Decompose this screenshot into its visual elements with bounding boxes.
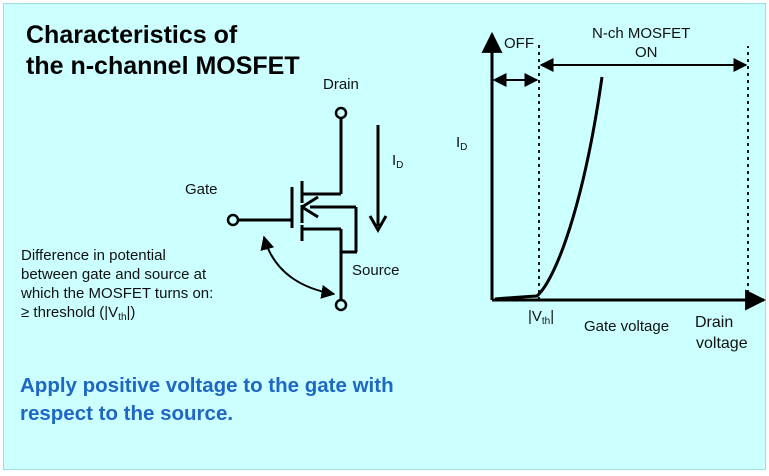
source-label: Source — [352, 262, 400, 279]
x-axis-label-gate: Gate voltage — [584, 318, 670, 335]
body-arrow-head — [301, 195, 319, 219]
gate-label: Gate — [185, 181, 218, 198]
y-axis-symbol: I — [456, 134, 461, 151]
drain-current-arrowhead — [368, 215, 388, 234]
id-curve — [494, 76, 604, 301]
slide-title: Characteristics of the n-channel MOSFET — [26, 20, 300, 82]
vth-suffix: | — [550, 308, 555, 325]
note-line-4-subscript: th — [118, 312, 127, 323]
y-axis-subscript: D — [460, 142, 468, 153]
off-label: OFF — [504, 35, 534, 52]
note-line-4: ≥ threshold (|Vth|) — [21, 303, 213, 327]
drain-current-subscript: D — [396, 160, 404, 171]
x-axis-label-drain-line-1: Drain — [695, 314, 734, 331]
slide: Characteristics of the n-channel MOSFET — [3, 3, 767, 470]
drain-terminal — [334, 106, 348, 120]
threshold-note: Difference in potential between gate and… — [21, 246, 213, 327]
vth-prefix: |V — [528, 308, 542, 325]
note-line-1: Difference in potential — [21, 247, 166, 264]
note-line-4-suffix: |) — [126, 304, 136, 321]
graph — [481, 31, 767, 311]
title-line-2: the n-channel MOSFET — [26, 52, 300, 80]
diagram-art — [226, 31, 767, 312]
on-label-line-1: N-ch MOSFET — [592, 25, 691, 42]
drain-current-symbol: I — [392, 152, 397, 169]
note-line-4-prefix: ≥ threshold (|V — [21, 304, 119, 321]
x-axis-label-drain-line-2: voltage — [696, 335, 748, 352]
gate-terminal — [226, 213, 240, 227]
y-axis-label: ID — [456, 134, 467, 153]
on-label-line-2: ON — [635, 44, 658, 61]
drain-label: Drain — [323, 76, 359, 93]
drain-current-label: ID — [392, 152, 403, 171]
note-line-3: which the MOSFET turns on: — [21, 285, 214, 302]
title-line-1: Characteristics of — [26, 21, 238, 49]
source-terminal — [334, 298, 348, 312]
vth-subscript: th — [541, 316, 551, 327]
headline-line-2: respect to the source. — [20, 402, 234, 425]
gate-source-curve — [260, 235, 336, 299]
vth-label: |Vth| — [528, 308, 554, 327]
mosfet-symbol — [226, 106, 358, 312]
headline-line-1: Apply positive voltage to the gate with — [20, 374, 394, 397]
summary-headline: Apply positive voltage to the gate with … — [20, 372, 394, 428]
note-line-2: between gate and source at — [21, 266, 207, 283]
